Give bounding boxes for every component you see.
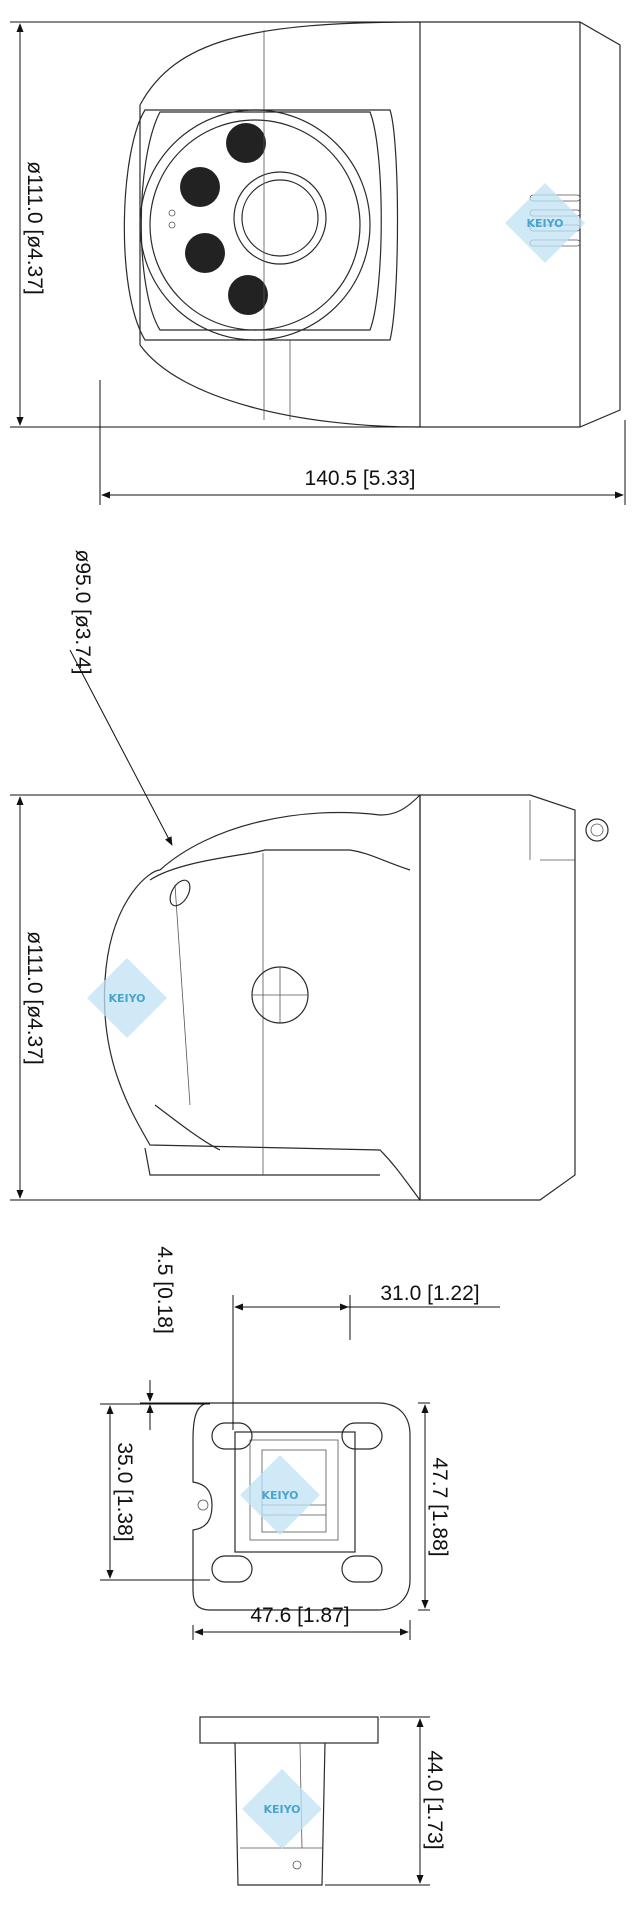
- svg-text:KEIYO: KEIYO: [526, 217, 563, 230]
- svg-text:KEIYO: KEIYO: [263, 1803, 300, 1816]
- offset-top-dimension: 4.5 [0.18]: [153, 1246, 176, 1334]
- watermark-logo: KEIYO: [242, 1769, 322, 1849]
- front-height-dimension: ø111.0 [ø4.37]: [23, 161, 46, 294]
- watermark-logo: KEIYO: [87, 958, 167, 1038]
- watermark-logo: KEIYO: [505, 183, 585, 263]
- hole-spacing-x-dimension: 31.0 [1.22]: [380, 1282, 479, 1305]
- front-view: [10, 21, 626, 505]
- ir-led-grille: [180, 167, 220, 207]
- side-height-dimension: ø111.0 [ø4.37]: [23, 931, 46, 1064]
- ir-led-grille: [228, 275, 268, 315]
- side-view: [10, 649, 609, 1201]
- base-width-dimension: 47.6 [1.87]: [250, 1604, 349, 1627]
- svg-text:KEIYO: KEIYO: [261, 1489, 298, 1502]
- total-length-dimension: 140.5 [5.33]: [305, 467, 416, 490]
- ir-led-grille: [226, 123, 266, 163]
- base-plate-view: [100, 1295, 500, 1640]
- svg-text:KEIYO: KEIYO: [108, 992, 145, 1005]
- inner-diameter-dimension: ø95.0 [ø3.74]: [71, 550, 94, 675]
- mount-height-dimension: 44.0 [1.73]: [423, 1750, 446, 1849]
- hole-spacing-y-dimension: 35.0 [1.38]: [113, 1442, 136, 1541]
- watermark-logo: KEIYO: [240, 1455, 320, 1535]
- mount-side-view: [199, 1716, 430, 1886]
- base-height-dimension: 47.7 [1.88]: [428, 1457, 451, 1556]
- ir-led-grille: [185, 233, 225, 273]
